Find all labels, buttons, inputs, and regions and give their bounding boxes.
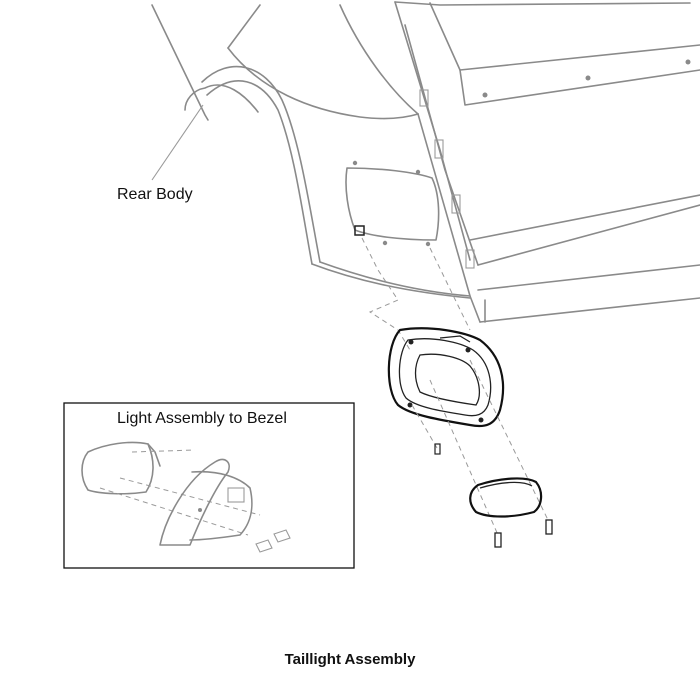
inset-title: Light Assembly to Bezel xyxy=(117,410,287,427)
rear-body-panel xyxy=(151,4,481,323)
rear-body-label: Rear Body xyxy=(117,186,193,203)
inset-light-assembly xyxy=(81,441,261,536)
inset-screws xyxy=(255,529,291,553)
inset-box xyxy=(63,402,355,569)
rear-body-leader xyxy=(151,104,204,181)
lamp-lens xyxy=(469,477,543,518)
rear-panel xyxy=(394,1,700,323)
bezel xyxy=(387,327,505,428)
break-line xyxy=(361,237,411,351)
inset-bezel xyxy=(159,458,253,546)
diagram-caption: Taillight Assembly xyxy=(284,651,416,668)
screw-lower-right xyxy=(545,519,553,535)
screw-lower-left xyxy=(494,532,502,548)
screw-upper xyxy=(434,443,441,455)
taillight-opening xyxy=(345,160,440,247)
